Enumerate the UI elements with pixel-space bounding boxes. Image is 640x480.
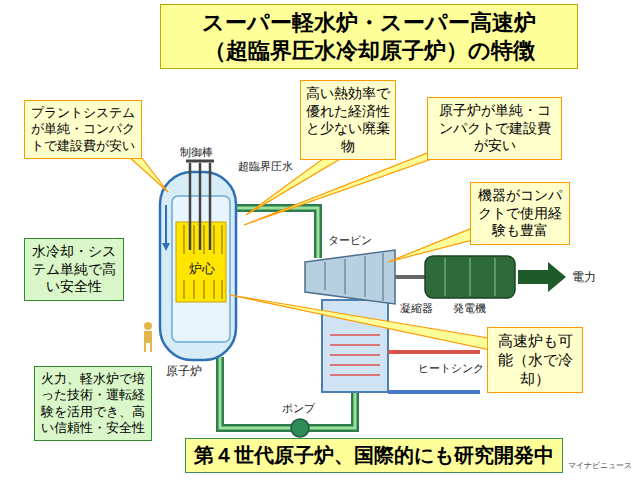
part-label: 原子炉 [166,364,202,378]
part-label: 発電機 [453,302,486,315]
title-banner: スーパー軽水炉・スーパー高速炉 （超臨界圧水冷却原子炉）の特徴 [160,4,578,69]
flow-arrow-head [162,243,170,251]
generator [425,256,515,298]
shaft [395,275,425,279]
callout-text: 第４世代原子炉、国際的にも研究開発中 [194,443,554,468]
part-label: 制御棒 [180,146,213,159]
callout-text: 水冷却・システム単純で高い安全性 [29,243,119,296]
title-text: スーパー軽水炉・スーパー高速炉 （超臨界圧水冷却原子炉）の特徴 [169,9,569,64]
callout-box: 第４世代原子炉、国際的にも研究開発中 [185,438,563,473]
watermark: マイナビニュース [568,461,632,471]
callout-text: 原子炉が単純・コンパクトで建設費が安い [432,102,557,155]
reactor-vessel [160,172,236,360]
control-rod-drive [186,160,214,163]
callout-text: 高い熱効率で優れた経済性と少ない廃棄物 [305,85,391,155]
callout-box: 高い熱効率で優れた経済性と少ない廃棄物 [300,80,396,160]
callout-text: 高速炉も可能（水で冷却） [492,332,578,388]
part-label: 電力 [572,270,596,284]
pump [291,419,309,437]
part-label: 超臨界圧水 [238,160,293,173]
turbine-blades [325,253,383,301]
heat-sink-cold [388,390,480,394]
steam-pipe [236,208,318,258]
control-rods [190,163,210,250]
person-head [144,322,152,330]
part-label: ポンプ [282,402,315,415]
callout-box: 機器がコンパクトで使用経験も豊富 [470,182,570,245]
condenser-tubes [330,335,380,375]
flow-arrow [165,205,167,243]
callout-box: 原子炉が単純・コンパクトで建設費が安い [427,97,562,160]
part-label: 炉心 [189,261,215,277]
callout-box: プラントシステムが単純・コンパクトで建設費が安い [24,100,142,159]
callout-text: 機器がコンパクトで使用経験も豊富 [475,187,565,240]
part-label: ヒートシンク [418,362,484,375]
callout-pointer [388,225,480,262]
turbine [305,250,395,304]
part-label: 凝縮器 [400,302,433,315]
person-body [144,331,152,343]
heat-sink-hot [388,350,480,354]
callout-box: 火力、軽水炉で培った技術・運転経験を活用でき、高い信頼性・安全性 [34,366,152,441]
callout-box: 水冷却・システム単純で高い安全性 [24,238,124,301]
callout-text: プラントシステムが単純・コンパクトで建設費が安い [29,105,137,154]
callout-pointer [230,295,500,352]
part-label: タービン [328,234,372,247]
callout-text: 火力、軽水炉で培った技術・運転経験を活用でき、高い信頼性・安全性 [39,371,147,436]
callout-box: 高速炉も可能（水で冷却） [487,327,583,393]
generator-stripes [445,258,495,296]
power-arrow [518,262,566,292]
person-legs [145,343,151,352]
steam-pipe-core [236,208,318,258]
